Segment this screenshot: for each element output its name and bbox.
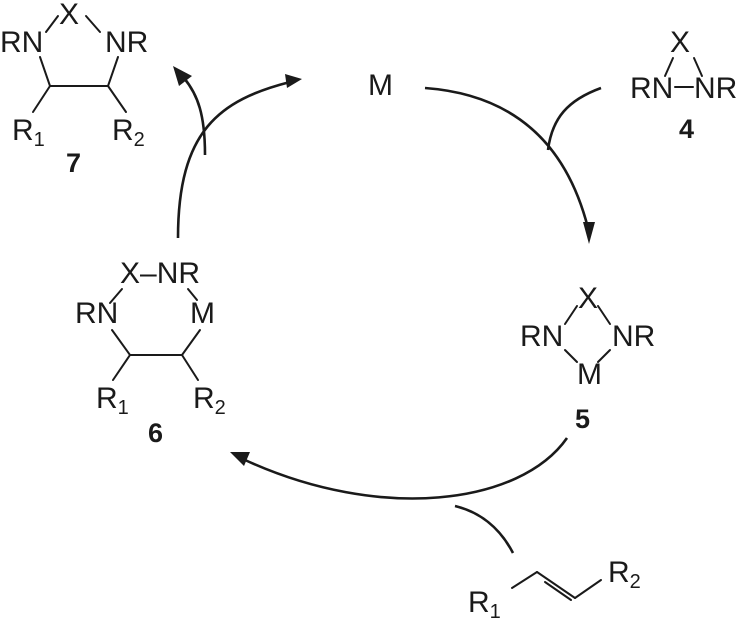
compound-4-nr: NR <box>694 72 737 105</box>
compound-5-bond-n-x-left <box>564 305 578 325</box>
compound-5-number: 5 <box>575 404 590 434</box>
arrow-release-7 <box>182 77 207 156</box>
compound-7-r2: R2 <box>112 114 145 151</box>
arrow-5-to-6 <box>244 437 569 500</box>
alkene-bond-c-r2 <box>574 579 602 599</box>
compound-7-rn: RN <box>0 26 43 59</box>
compound-7-nr: NR <box>105 26 148 59</box>
arrow-release-7-head <box>173 66 192 86</box>
compound-7-number: 7 <box>66 148 81 178</box>
compound-7-bond-c-r2 <box>107 85 127 113</box>
compound-5: X RN NR M 5 <box>520 282 655 434</box>
compound-4-bond-n-x-left <box>664 57 674 77</box>
compound-7-bond-n-c-right <box>107 56 119 87</box>
compound-4-bond-n-x-right <box>693 57 703 77</box>
arrow-m-to-5-head <box>583 222 595 244</box>
alkene-double-bond-inner <box>544 581 572 601</box>
compound-6-r1: R1 <box>96 382 129 419</box>
compound-6-bond-n-x <box>109 288 123 304</box>
alkene: R1 R2 <box>468 556 641 618</box>
alkene-r1: R1 <box>468 586 501 618</box>
compound-5-rn: RN <box>520 320 563 353</box>
compound-5-bond-n-m-right <box>597 349 611 363</box>
arrow-m-to-5 <box>424 86 590 229</box>
arrow-alkene-entry <box>454 504 515 554</box>
compound-5-bond-n-m-left <box>564 349 578 363</box>
compound-4-rn: RN <box>630 72 673 105</box>
compound-5-m: M <box>577 358 602 391</box>
compound-4-number: 4 <box>679 114 694 144</box>
compound-6-bond-m-c-right <box>181 329 201 356</box>
compound-7-bond-n-x-right <box>85 15 101 33</box>
compound-6-bond-n-c-left <box>111 329 131 356</box>
compound-6-bond-n-m <box>187 288 198 301</box>
arrow-6-to-m <box>176 80 291 239</box>
compound-7-bond-c-r1 <box>32 85 51 113</box>
compound-5-x: X <box>578 282 598 315</box>
compound-6-bond-c-r1 <box>112 354 131 381</box>
compound-7-x: X <box>59 0 79 31</box>
compound-7: X RN NR R1 R2 7 <box>0 0 148 178</box>
catalyst-m-label: M <box>368 69 393 102</box>
alkene-double-bond-outer <box>536 571 576 599</box>
alkene-bond-r1-c <box>511 571 538 589</box>
compound-6-m: M <box>190 297 215 330</box>
arrow-6-to-m-head <box>285 74 302 88</box>
compound-5-nr: NR <box>612 320 655 353</box>
arrow-5-to-6-head <box>230 452 250 466</box>
compound-7-bond-n-c-left <box>39 56 51 87</box>
arrow-4-entry <box>546 86 602 151</box>
compound-6-r2: R2 <box>193 382 226 419</box>
compound-6-bond-c-r2 <box>181 354 199 381</box>
compound-7-r1: R1 <box>12 114 45 151</box>
compound-5-bond-n-x-right <box>597 305 611 325</box>
compound-6-number: 6 <box>148 418 163 448</box>
compound-6: X–NR RN M R1 R2 6 <box>75 257 226 448</box>
compound-4-x: X <box>670 26 690 59</box>
compound-4: X RN NR 4 <box>630 26 737 144</box>
alkene-r2: R2 <box>608 556 641 593</box>
compound-7-bond-n-x-left <box>45 15 59 33</box>
compound-6-x-nr: X–NR <box>120 257 200 290</box>
